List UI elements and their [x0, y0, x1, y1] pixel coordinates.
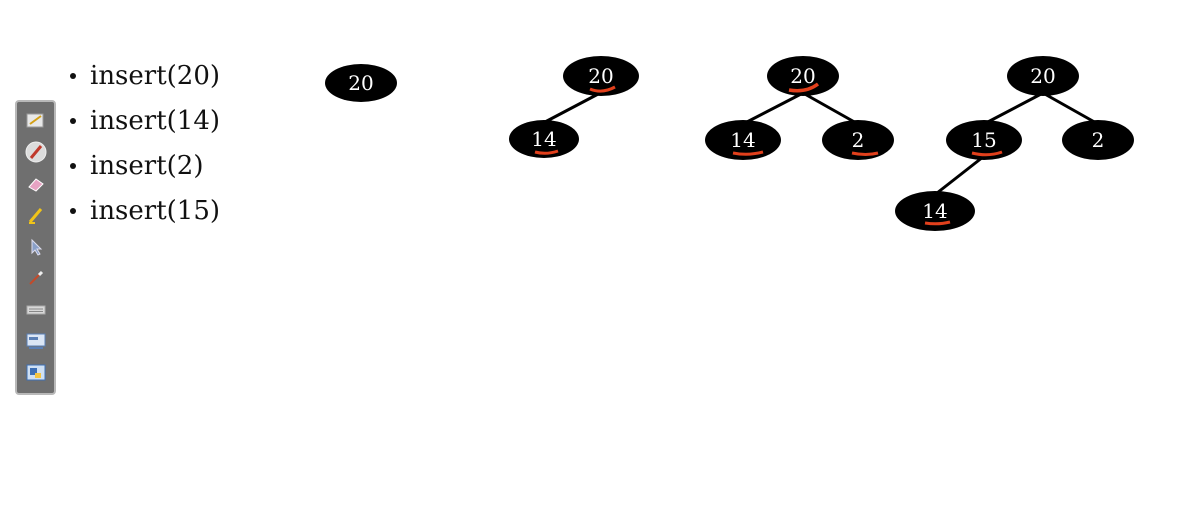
tree-node: 2 — [1062, 120, 1134, 160]
red-underline — [924, 220, 951, 226]
tree-node: 14 — [509, 120, 579, 158]
operation-list: insert(20) insert(14) insert(2) insert(1… — [68, 58, 220, 238]
tree-node: 2 — [822, 120, 894, 160]
screen-capture-icon[interactable] — [25, 331, 47, 353]
tree-edge — [742, 91, 804, 126]
svg-text:2: 2 — [852, 128, 865, 152]
tree-step-2: 20 14 — [509, 56, 639, 158]
tree-node: 20 — [325, 64, 397, 102]
tree-step-1: 20 — [325, 64, 397, 102]
red-underline — [971, 150, 1003, 157]
tree-edge — [983, 91, 1044, 126]
svg-text:14: 14 — [922, 199, 947, 223]
tree-edge — [1042, 91, 1099, 126]
svg-text:2: 2 — [1092, 128, 1105, 152]
svg-text:15: 15 — [971, 128, 996, 152]
svg-text:14: 14 — [730, 128, 755, 152]
red-underline — [788, 82, 820, 93]
pen-icon[interactable] — [25, 141, 47, 163]
operation-item: insert(20) — [68, 58, 220, 103]
tree-step-3: 20 14 2 — [705, 56, 894, 160]
svg-text:14: 14 — [531, 127, 556, 151]
highlighter-icon[interactable] — [25, 204, 47, 226]
operation-item: insert(14) — [68, 103, 220, 148]
tree-node: 20 — [563, 56, 639, 96]
svg-text:20: 20 — [588, 64, 613, 88]
eraser-icon[interactable] — [25, 173, 47, 195]
tree-node: 15 — [946, 120, 1022, 160]
red-underline — [732, 150, 764, 156]
tree-node: 20 — [767, 56, 839, 96]
tree-edge — [802, 91, 859, 126]
operation-item: insert(2) — [68, 148, 220, 193]
tree-node: 14 — [895, 191, 975, 231]
tree-node: 20 — [1007, 56, 1079, 96]
insert-object-icon[interactable] — [25, 362, 47, 384]
svg-text:20: 20 — [348, 71, 373, 95]
operation-item: insert(15) — [68, 193, 220, 238]
red-underline — [534, 149, 559, 155]
tree-step-4: 20 15 2 14 — [895, 56, 1134, 231]
svg-text:20: 20 — [790, 64, 815, 88]
pen-panel-icon[interactable] — [25, 110, 47, 132]
tree-edge — [936, 155, 984, 195]
annotation-toolbar — [15, 100, 56, 395]
red-underline — [851, 151, 879, 156]
svg-text:20: 20 — [1030, 64, 1055, 88]
tree-node: 14 — [705, 120, 781, 160]
pointer-icon[interactable] — [25, 236, 47, 258]
brush-icon[interactable] — [25, 267, 47, 289]
red-underline — [589, 85, 616, 93]
tree-edge — [544, 90, 603, 124]
keyboard-icon[interactable] — [25, 299, 47, 321]
